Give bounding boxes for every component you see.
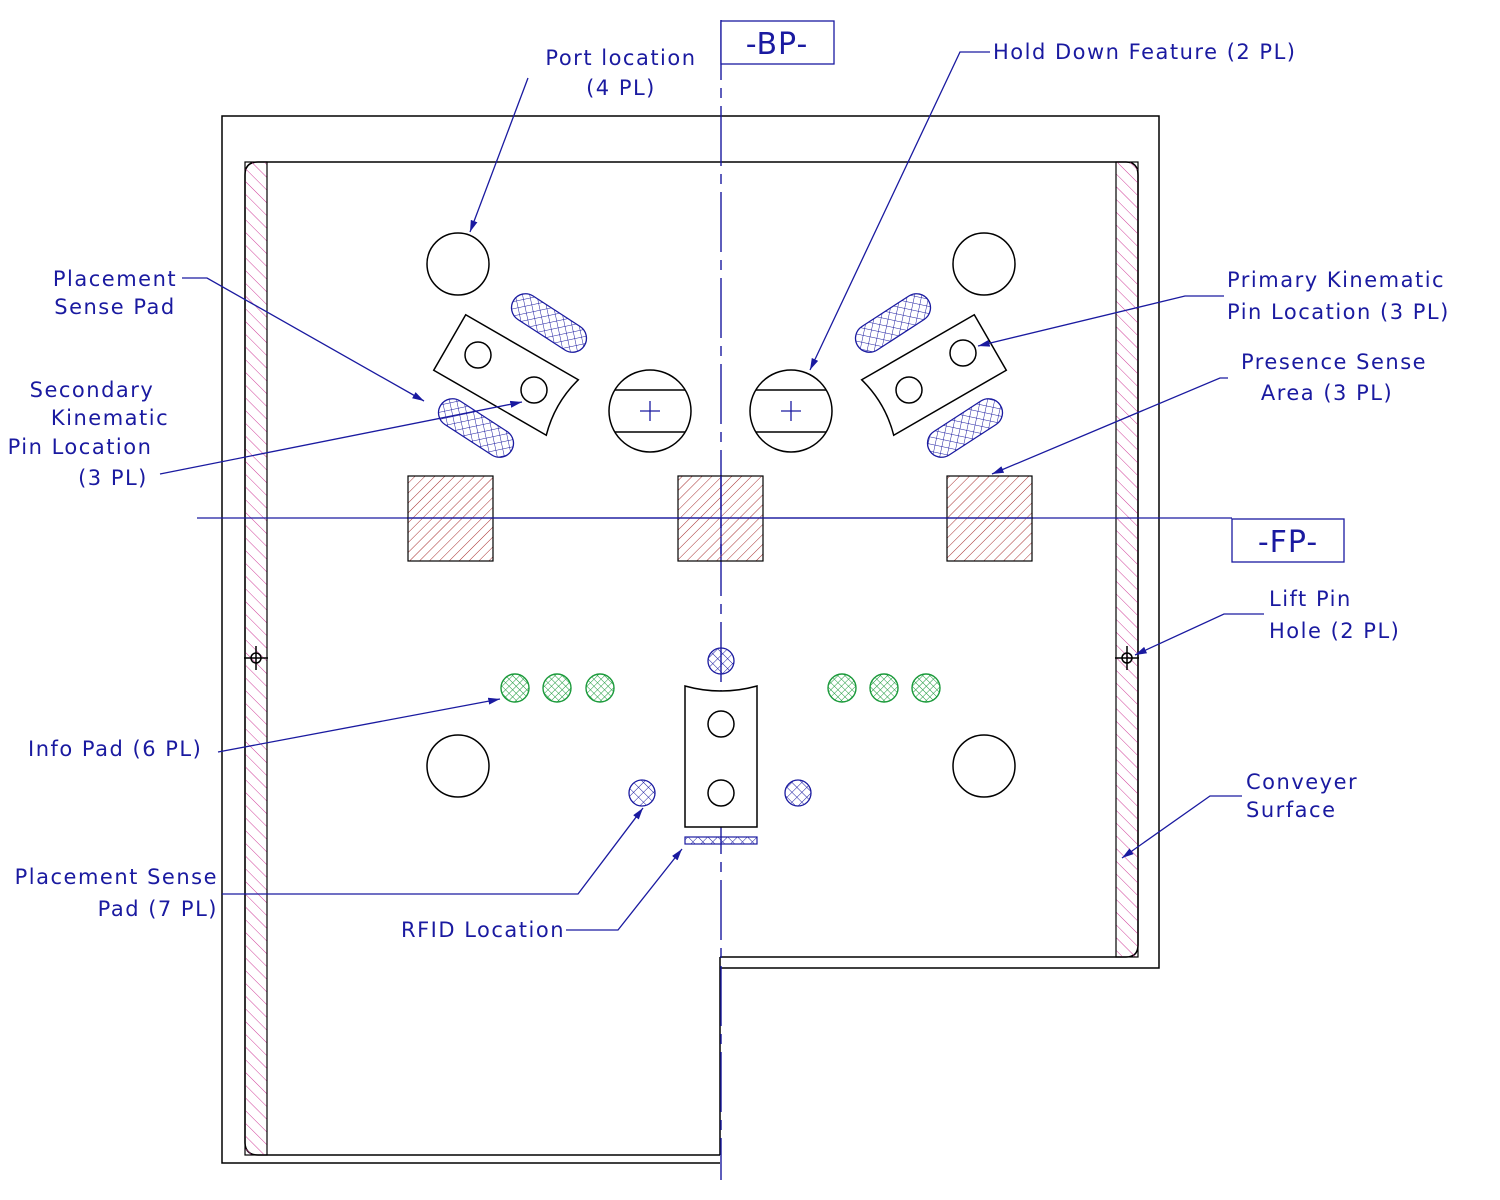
label-lift-pin: Lift Pin Hole (2 PL): [1269, 587, 1400, 643]
label-line: Placement Sense: [15, 865, 218, 889]
leader-placement-sense-7: [222, 807, 644, 895]
label-port-location: Port location (4 PL): [545, 46, 696, 100]
hold-down-feature-left: [608, 369, 692, 453]
hold-down-feature-right: [749, 369, 833, 453]
info-pads: [500, 673, 941, 703]
leader-presence-sense: [991, 377, 1228, 475]
pin-bottom-b: [707, 779, 735, 807]
label-line: Surface: [1246, 798, 1337, 822]
conveyer-strip-right: [1115, 161, 1139, 958]
label-secondary-kinematic: Secondary Kinematic Pin Location (3 PL): [8, 378, 169, 490]
placement-sense-pad-slot-lt: [510, 293, 588, 353]
leader-primary-kinematic: [977, 295, 1224, 347]
label-line: Pin Location (3 PL): [1227, 300, 1450, 324]
label-line: Lift Pin: [1269, 587, 1352, 611]
label-line: Area (3 PL): [1261, 381, 1393, 405]
label-line: Secondary: [30, 378, 155, 402]
label-line: Port location: [545, 46, 696, 70]
label-line: (3 PL): [78, 466, 148, 490]
rfid-location: [684, 836, 758, 845]
lift-pin-hole-left: [244, 646, 268, 670]
placement-sense-pad-slot-rt: [854, 293, 932, 353]
placement-sense-pad-right: [784, 779, 812, 807]
info-pad: [869, 673, 899, 703]
port-location-bl: [426, 734, 490, 798]
label-hold-down: Hold Down Feature (2 PL): [993, 40, 1296, 64]
kinematic-mount-right: [854, 293, 1008, 458]
placement-sense-pad-slot-rb: [926, 398, 1004, 458]
primary-pin-right-b: [895, 376, 923, 404]
label-line: Sense Pad: [54, 295, 176, 319]
label-line: RFID Location: [401, 918, 565, 942]
kinematic-mount-bottom: [684, 685, 758, 828]
label-line: Hole (2 PL): [1269, 619, 1400, 643]
kinematic-mount-left: [432, 293, 588, 458]
lift-pin-hole-right: [1115, 646, 1139, 670]
info-pad: [542, 673, 572, 703]
leader-conveyer: [1121, 795, 1242, 859]
outer-frame: [221, 115, 1160, 1164]
datum-bp: -BP-: [720, 20, 835, 65]
datum-bp-text: -BP-: [746, 27, 809, 62]
label-line: Placement: [53, 267, 177, 291]
label-line: Primary Kinematic: [1227, 268, 1445, 292]
label-primary-kinematic: Primary Kinematic Pin Location (3 PL): [1227, 268, 1450, 324]
label-presence-sense: Presence Sense Area (3 PL): [1241, 350, 1427, 405]
pin-bottom-a: [707, 710, 735, 738]
info-pad: [585, 673, 615, 703]
port-location-tl: [426, 232, 490, 296]
label-line: Presence Sense: [1241, 350, 1427, 374]
secondary-pin-left-b: [520, 376, 548, 404]
label-line: Kinematic: [51, 406, 169, 430]
label-line: Hold Down Feature (2 PL): [993, 40, 1296, 64]
placement-sense-pad-left: [628, 779, 656, 807]
label-line: Conveyer: [1246, 770, 1358, 794]
label-placement-sense-pad: Placement Sense Pad: [53, 267, 177, 319]
info-pad: [500, 673, 530, 703]
leader-hold-down: [809, 51, 990, 371]
primary-pin-right-a: [949, 339, 977, 367]
leader-port-location: [469, 77, 529, 233]
leader-secondary-kinematic: [159, 400, 523, 475]
label-rfid: RFID Location: [401, 918, 565, 942]
port-location-tr: [952, 232, 1016, 296]
label-line: Pad (7 PL): [98, 897, 218, 921]
leader-info-pad: [217, 697, 501, 753]
placement-sense-pad-top: [707, 647, 735, 675]
info-pad: [827, 673, 857, 703]
label-info-pad: Info Pad (6 PL): [28, 737, 202, 761]
port-location-br: [952, 734, 1016, 798]
datum-fp-text: -FP-: [1258, 525, 1318, 560]
leader-rfid: [566, 848, 683, 931]
leader-placement-sense-pad: [182, 277, 425, 402]
placement-sense-pad-slot-lb: [437, 398, 515, 458]
label-placement-sense-7: Placement Sense Pad (7 PL): [15, 865, 218, 921]
label-line: (4 PL): [586, 76, 656, 100]
inner-plate: [244, 161, 1139, 1156]
label-conveyer: Conveyer Surface: [1246, 770, 1358, 822]
datum-fp: -FP-: [1231, 518, 1345, 563]
leader-lift-pin: [1134, 613, 1264, 656]
label-line: Info Pad (6 PL): [28, 737, 202, 761]
info-pad: [911, 673, 941, 703]
secondary-pin-left-a: [464, 341, 492, 369]
label-line: Pin Location: [8, 435, 153, 459]
